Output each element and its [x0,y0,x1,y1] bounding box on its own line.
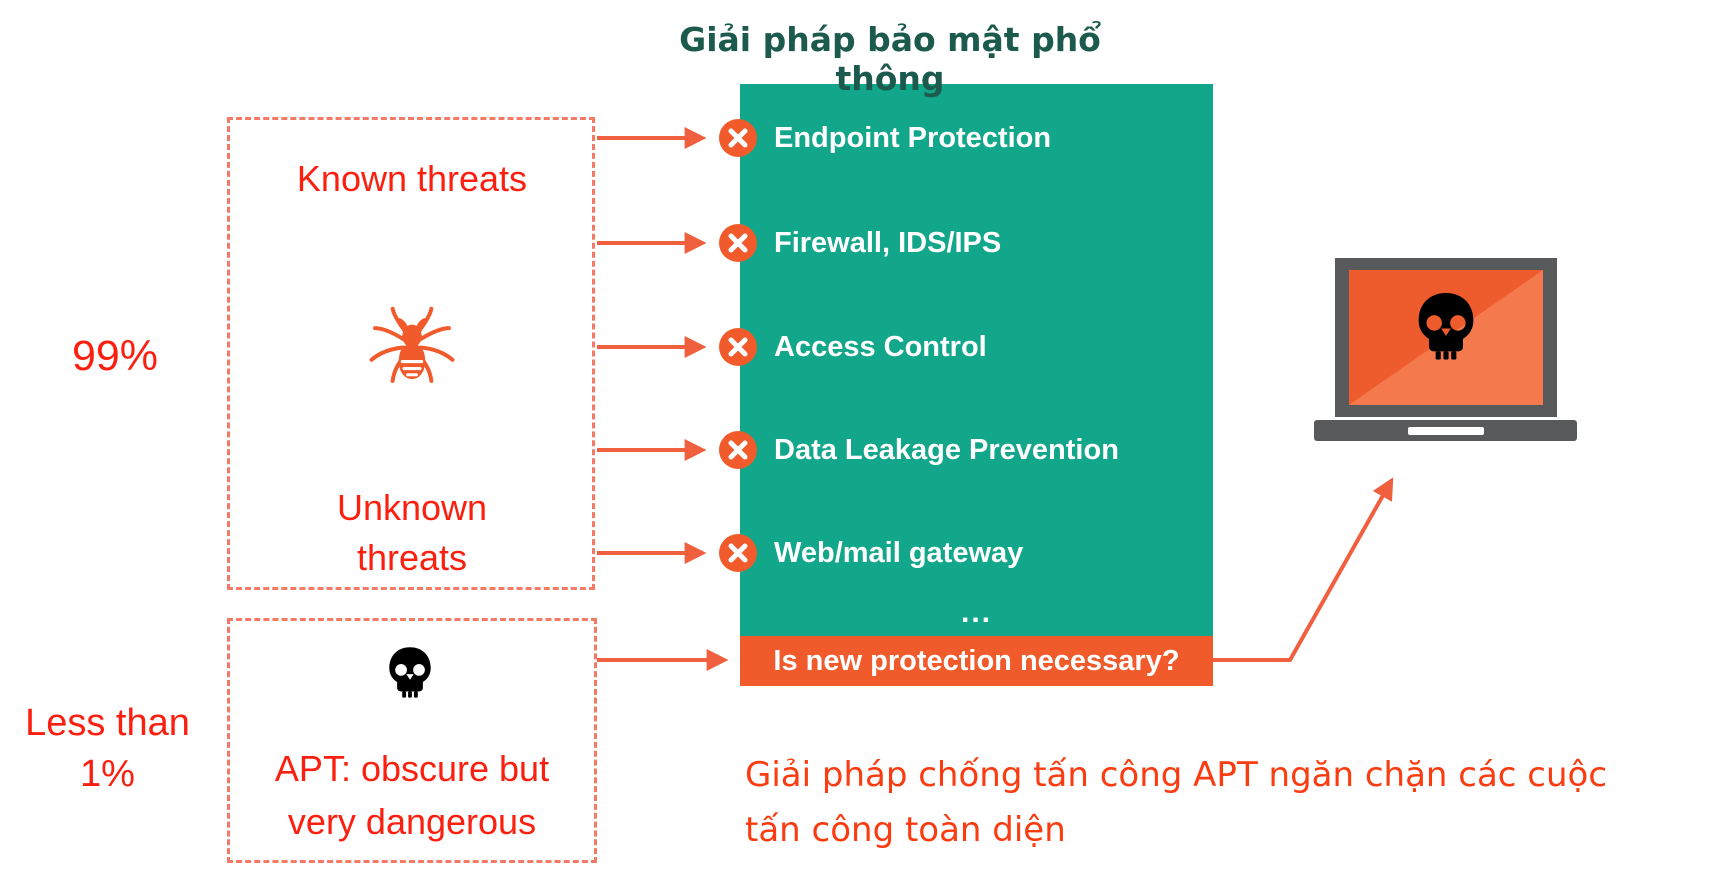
skull-icon [382,644,438,702]
x-glyph [728,233,748,253]
x-glyph [728,543,748,563]
unknown-threats-line2: threats [356,537,468,578]
share-99-percent-label: 99% [71,332,159,380]
x-circle-icon [719,119,757,157]
x-circle-icon [719,431,757,469]
caption-line2: tấn công toàn diện [745,810,1066,850]
solution-item-firewall-ids-ips: Firewall, IDS/IPS [774,227,1002,259]
infected-laptop-icon [1314,258,1577,441]
apt-description-line2: very dangerous [287,801,537,842]
solution-item-access-control: Access Control [774,331,987,363]
laptop-trackpad [1408,427,1484,435]
x-circle-icon [719,534,757,572]
arrow-to-laptop [1213,477,1394,662]
common-security-solutions-panel [740,84,1213,636]
unknown-threats-line1: Unknown [336,487,488,528]
apt-share-line2: 1% [80,753,135,795]
spider-icon [368,304,456,398]
new-protection-banner: Is new protection necessary? [740,636,1213,686]
share-less-than-1-percent-label: Less than 1% [15,698,200,800]
known-unknown-threats-box [227,117,595,590]
unknown-threats-label: Unknown threats [247,483,577,583]
solution-item-endpoint-protection: Endpoint Protection [774,122,1052,154]
diagram-title: Giải pháp bảo mật phổ thông [679,20,1101,98]
caption-line1: Giải pháp chống tấn công APT ngăn chặn c… [745,755,1608,795]
laptop-screen [1335,258,1557,417]
known-threats-label: Known threats [296,158,528,199]
banner-question: Is new protection necessary? [773,644,1180,677]
x-circle-icon [719,224,757,262]
apt-description-label: APT: obscure but very dangerous [232,742,592,848]
x-glyph [728,128,748,148]
apt-share-line1: Less than [25,702,190,744]
laptop-base [1314,420,1577,441]
x-glyph [728,440,748,460]
solution-item-data-leakage-prevention: Data Leakage Prevention [774,434,1119,466]
solution-item-web-mail-gateway: Web/mail gateway [774,537,1024,569]
x-glyph [728,337,748,357]
skull-icon [1409,288,1483,366]
apt-solution-caption: Giải pháp chống tấn công APT ngăn chặn c… [745,748,1645,858]
apt-threats-box [227,618,597,863]
x-circle-icon [719,328,757,366]
apt-description-line1: APT: obscure but [274,748,550,789]
more-solutions-ellipsis: ... [960,596,992,629]
